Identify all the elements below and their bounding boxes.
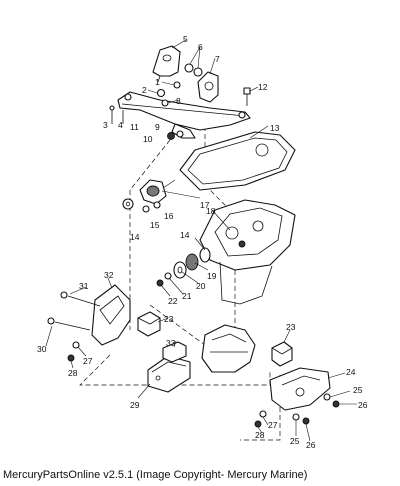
callout-29: 29 <box>130 400 140 410</box>
callout-32: 32 <box>104 270 114 280</box>
callout-31: 31 <box>79 281 89 291</box>
callout-5: 5 <box>183 34 188 44</box>
lower-clamp-block <box>147 341 191 393</box>
part-callouts: 1 2 3 4 5 6 7 8 9 10 11 12 13 14 15 16 1… <box>37 34 368 450</box>
mount-spacers <box>156 247 211 287</box>
callout-7: 7 <box>215 54 220 64</box>
exploded-parts-diagram: 1 2 3 4 5 6 7 8 9 10 11 12 13 14 15 16 1… <box>37 34 368 450</box>
callout-10: 10 <box>143 134 153 144</box>
small-fasteners <box>109 81 251 140</box>
swivel-bracket <box>269 367 331 411</box>
throttle-linkage-arm <box>117 91 251 139</box>
callout-27-left: 27 <box>83 356 93 366</box>
callout-28-left: 28 <box>68 368 78 378</box>
callout-9: 9 <box>155 122 160 132</box>
callout-20: 20 <box>196 281 206 291</box>
callout-23-right: 23 <box>286 322 296 332</box>
callout-11: 11 <box>130 122 139 132</box>
callout-19: 19 <box>207 271 217 281</box>
rubber-mount <box>122 179 167 213</box>
callout-30: 30 <box>37 344 47 354</box>
callout-22: 22 <box>168 296 178 306</box>
callout-33: 33 <box>166 338 176 348</box>
callout-1: 1 <box>155 77 160 87</box>
rubber-mount-blocks <box>137 311 293 367</box>
drive-shaft-housing-adapter <box>199 199 296 305</box>
gasket <box>179 131 296 191</box>
callout-25-lower: 25 <box>290 436 300 446</box>
callout-6: 6 <box>198 42 203 52</box>
callout-12: 12 <box>258 82 268 92</box>
lower-mount-bracket <box>47 284 131 362</box>
callout-16: 16 <box>164 211 174 221</box>
callout-21: 21 <box>182 291 192 301</box>
callout-26-right: 26 <box>358 400 368 410</box>
callout-3: 3 <box>103 120 108 130</box>
image-caption: MercuryPartsOnline v2.5.1 (Image Copyrig… <box>3 469 308 481</box>
mount-nuts <box>184 63 219 103</box>
callout-15: 15 <box>150 220 160 230</box>
callout-24: 24 <box>346 367 356 377</box>
callout-14-lower: 14 <box>180 230 190 240</box>
drive-shaft-housing <box>201 324 256 373</box>
callout-2: 2 <box>142 85 147 95</box>
callout-leaders <box>45 39 357 442</box>
callout-17: 17 <box>200 200 210 210</box>
upper-mount-bracket <box>152 45 181 83</box>
callout-8: 8 <box>176 96 181 106</box>
callout-27-lower: 27 <box>268 420 278 430</box>
callout-28-lower: 28 <box>255 430 265 440</box>
callout-14-upper: 14 <box>130 232 140 242</box>
callout-18: 18 <box>206 206 216 216</box>
callout-25-right: 25 <box>353 385 363 395</box>
callout-26-lower: 26 <box>306 440 316 450</box>
lower-fasteners <box>254 393 340 428</box>
callout-23-left: 23 <box>164 314 174 324</box>
callout-13: 13 <box>270 123 280 133</box>
callout-4: 4 <box>118 120 123 130</box>
